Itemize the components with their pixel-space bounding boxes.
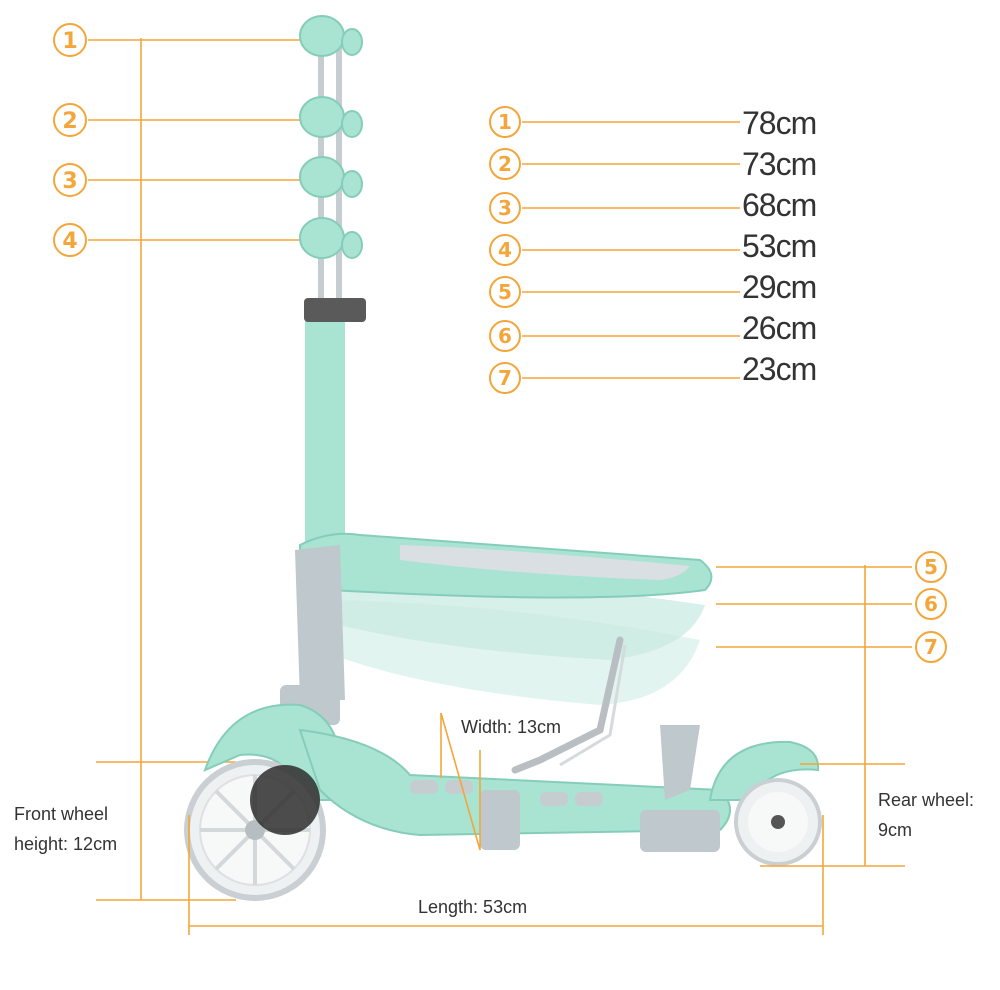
handle-height-markers xyxy=(88,38,305,901)
svg-text:3: 3 xyxy=(62,169,77,194)
width-dimension xyxy=(440,712,481,851)
svg-text:6: 6 xyxy=(498,324,512,348)
seat-height-23: 23cm xyxy=(742,351,816,387)
svg-text:6: 6 xyxy=(924,592,938,616)
handle-grips xyxy=(299,15,363,259)
front-wheel-note-line2: height: 12cm xyxy=(14,834,117,854)
marker-3-left: 3 xyxy=(53,163,87,197)
steering-column xyxy=(305,300,345,570)
svg-text:4: 4 xyxy=(498,238,512,262)
svg-text:1: 1 xyxy=(62,29,77,54)
svg-text:3: 3 xyxy=(498,196,512,220)
seat-height-29: 29cm xyxy=(742,269,816,305)
svg-text:5: 5 xyxy=(498,280,512,304)
height-53: 53cm xyxy=(742,228,816,264)
svg-text:7: 7 xyxy=(924,635,938,659)
scooter-illustration xyxy=(184,15,822,901)
rear-wheel-note-line1: Rear wheel: xyxy=(878,790,974,810)
handle-heights-table: 1 2 3 4 5 6 7 78cm 73cm 68cm 53cm 29cm 2… xyxy=(489,105,817,394)
seat-height-markers: 5 6 7 xyxy=(716,551,947,867)
svg-text:7: 7 xyxy=(498,366,512,390)
height-78: 78cm xyxy=(742,105,816,141)
rear-wheel-note-line2: 9cm xyxy=(878,820,912,840)
rear-wheel xyxy=(734,778,822,866)
marker-1-left: ① 1 xyxy=(53,23,87,57)
svg-text:2: 2 xyxy=(62,109,77,134)
seat-height-26: 26cm xyxy=(742,310,816,346)
marker-4-left: 4 xyxy=(53,223,87,257)
svg-text:2: 2 xyxy=(498,152,512,176)
length-note: Length: 53cm xyxy=(418,897,527,917)
left-marker-circles: ① 1 2 3 4 xyxy=(53,23,87,257)
height-73: 73cm xyxy=(742,146,816,182)
length-dimension xyxy=(189,815,824,935)
svg-text:1: 1 xyxy=(498,110,512,134)
svg-text:4: 4 xyxy=(62,229,77,254)
marker-2-left: 2 xyxy=(53,103,87,137)
deck xyxy=(298,728,731,837)
svg-text:5: 5 xyxy=(924,555,938,579)
width-note: Width: 13cm xyxy=(461,717,561,737)
height-clamp xyxy=(304,298,366,322)
front-wheel-note-line1: Front wheel xyxy=(14,804,108,824)
height-68: 68cm xyxy=(742,187,816,223)
